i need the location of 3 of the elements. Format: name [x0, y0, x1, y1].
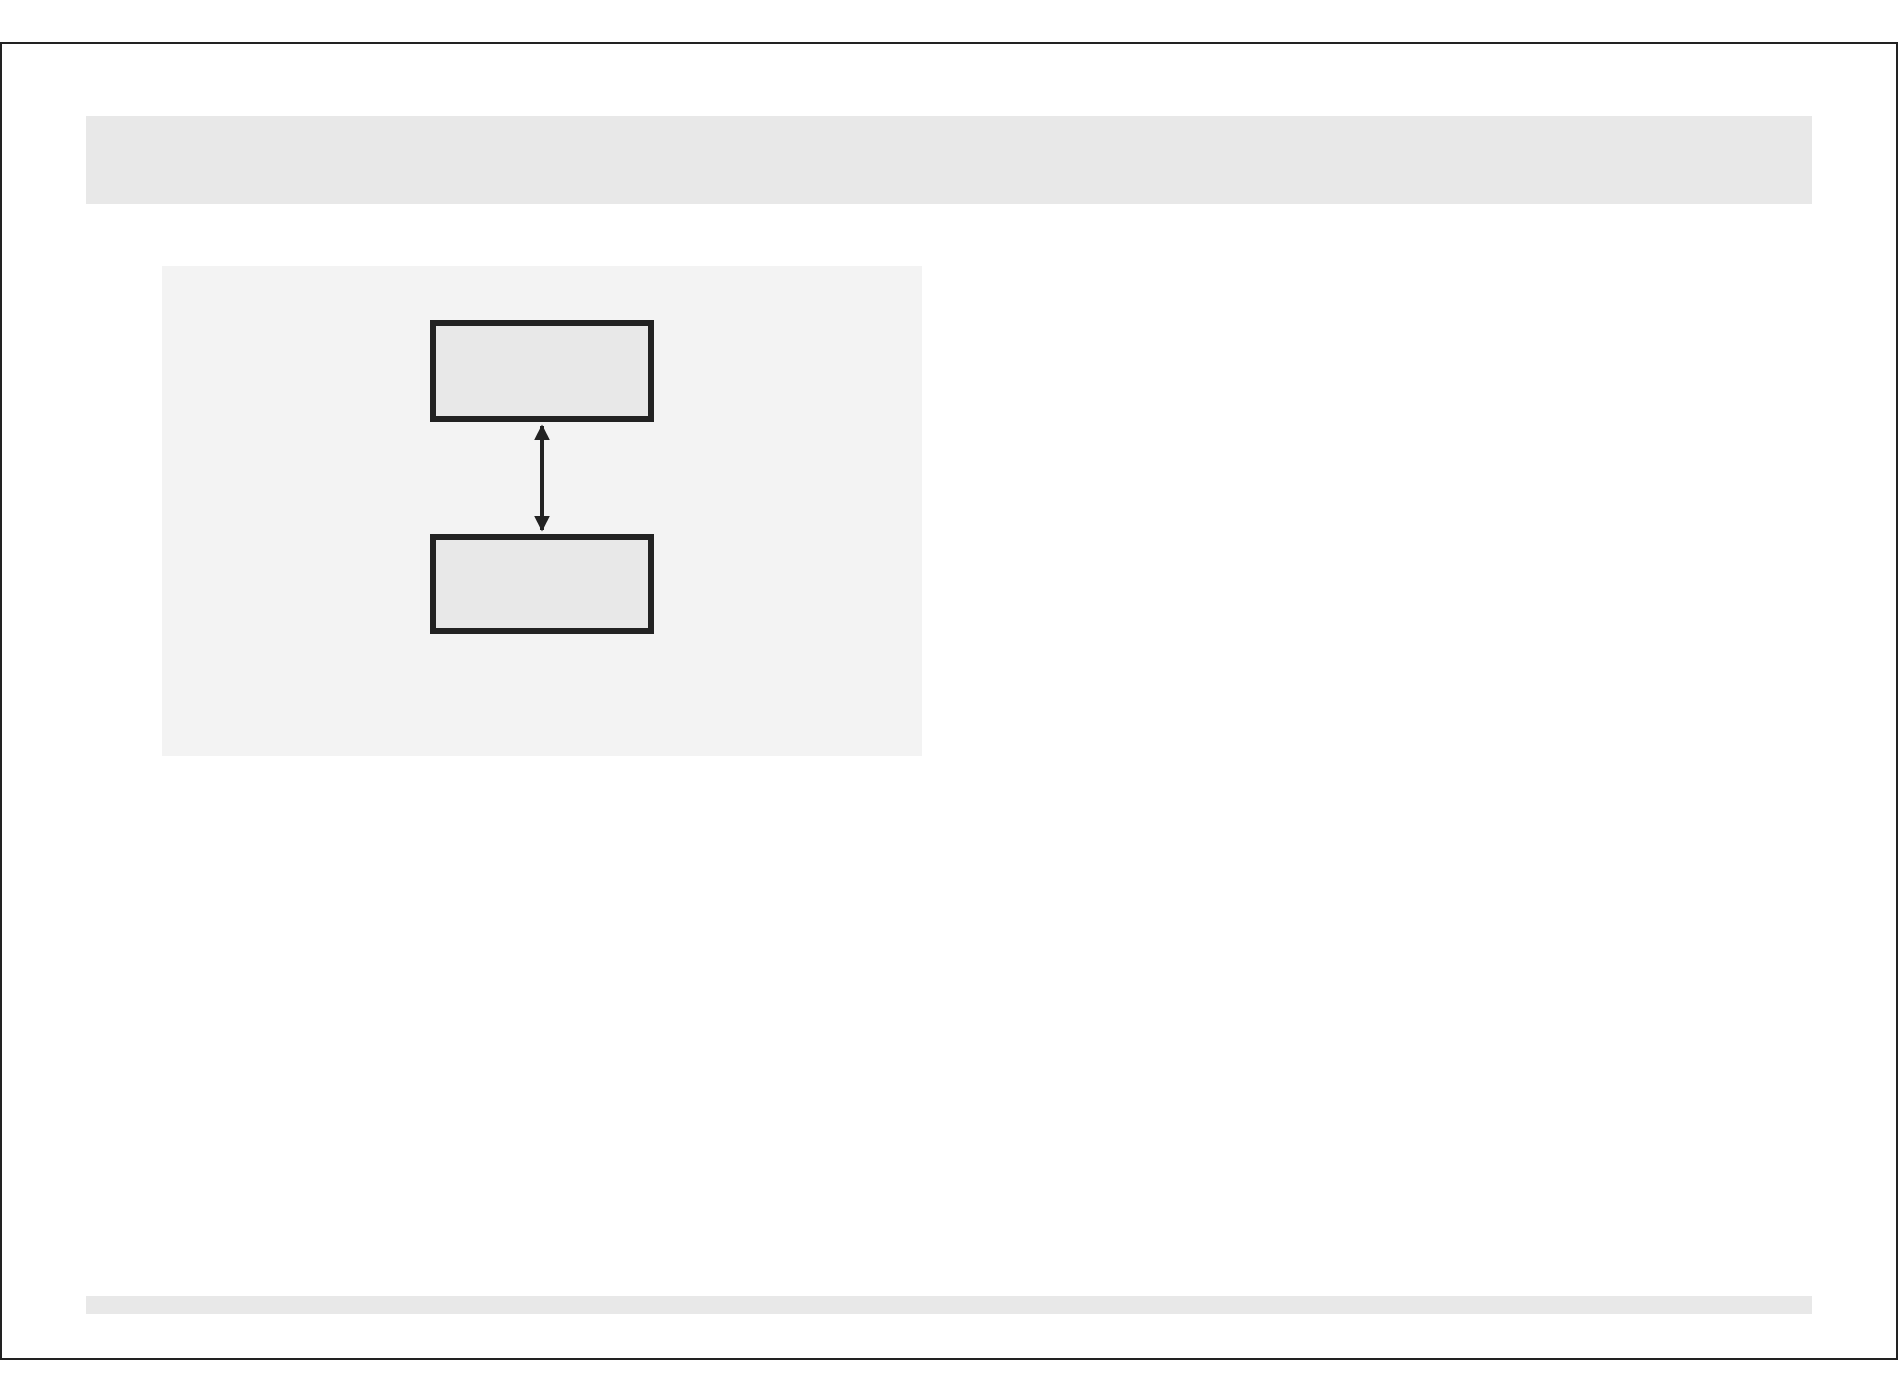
double-arrow: [534, 424, 550, 532]
process-box: [430, 534, 654, 634]
process-box: [430, 320, 654, 422]
